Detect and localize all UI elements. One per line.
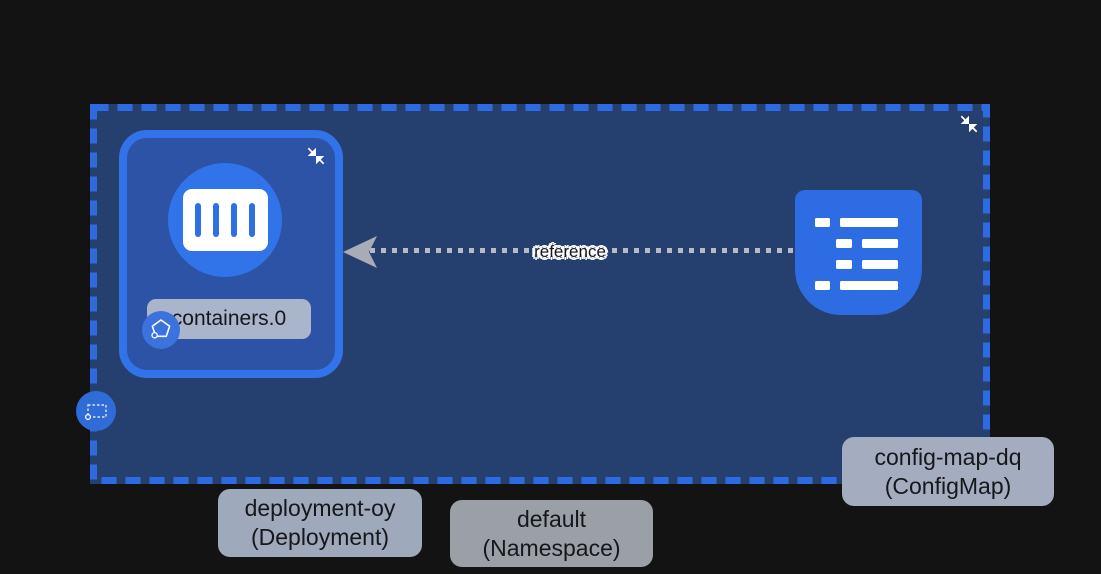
configmap-node[interactable]: [795, 190, 922, 315]
namespace-badge[interactable]: [76, 391, 116, 431]
namespace-name: default: [516, 505, 587, 532]
deployment-name: deployment-oy: [244, 495, 396, 521]
configmap-name: config-map-dq: [874, 443, 1022, 470]
deployment-node[interactable]: containers.0: [119, 130, 343, 378]
container-label-text: containers.0: [171, 307, 287, 330]
pod-badge[interactable]: [142, 311, 180, 349]
edge-arrowhead-icon: [343, 236, 377, 268]
configmap-kind: (ConfigMap): [884, 472, 1012, 499]
reference-edge-line: [370, 248, 795, 253]
deployment-kind: (Deployment): [250, 524, 390, 550]
configmap-label[interactable]: config-map-dq (ConfigMap): [842, 437, 1054, 506]
deployment-collapse-icon[interactable]: [305, 145, 327, 167]
deployment-label[interactable]: deployment-oy (Deployment): [218, 489, 422, 557]
namespace-label[interactable]: default (Namespace): [450, 500, 653, 567]
namespace-group-default[interactable]: containers.0 deployment-oy (Deployment): [76, 104, 1054, 557]
container-bars-icon: [182, 189, 268, 251]
configmap-list-icon: [815, 218, 830, 227]
dashed-rect-icon: [84, 404, 107, 421]
namespace-kind: (Namespace): [482, 534, 621, 561]
container-node[interactable]: [168, 163, 282, 277]
edge-reference-label[interactable]: reference: [534, 242, 606, 261]
namespace-collapse-icon[interactable]: [958, 113, 980, 135]
pentagon-pod-icon: [151, 319, 171, 339]
